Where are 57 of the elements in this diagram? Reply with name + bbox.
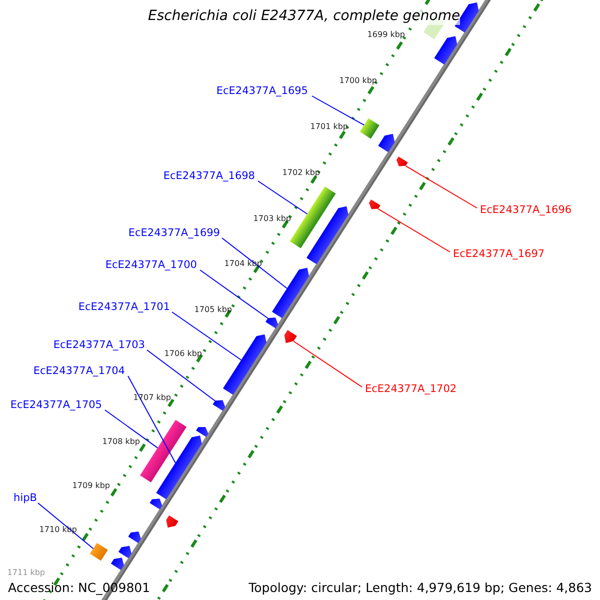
gene-feature <box>110 558 124 570</box>
gene-feature <box>306 206 348 264</box>
gene-feature <box>434 36 458 65</box>
leader-line <box>38 502 94 550</box>
gene-label: EcE24377A_1698 <box>163 170 255 183</box>
gene-bar <box>90 542 108 561</box>
gene-label: EcE24377A_1703 <box>53 339 145 352</box>
gene-label: EcE24377A_1699 <box>128 227 220 240</box>
gene-label: EcE24377A_1705 <box>10 399 102 412</box>
gene-feature <box>150 498 162 510</box>
gene-feature <box>396 156 408 166</box>
leader-line <box>200 270 268 319</box>
position-label: 1705 kbp <box>194 305 232 315</box>
gene-label: EcE24377A_1696 <box>480 204 572 217</box>
gene-feature <box>212 400 226 411</box>
gene-feature <box>266 318 278 328</box>
gene-feature <box>368 199 380 210</box>
position-label: 1701 kbp <box>310 122 348 132</box>
gene-feature <box>284 330 297 344</box>
gene-label: hipB <box>14 492 37 505</box>
leader-line <box>405 165 478 208</box>
position-label: 1700 kbp <box>339 76 377 86</box>
position-label: 1708 kbp <box>102 437 140 447</box>
leader-line <box>222 238 288 289</box>
title: Escherichia coli E24377A, complete genome <box>148 8 460 25</box>
leader-line <box>128 376 176 464</box>
gene-feature <box>196 427 208 437</box>
gene-bar <box>360 118 380 139</box>
position-label: 1709 kbp <box>72 481 110 491</box>
gene-feature <box>118 546 132 558</box>
leader-line <box>172 312 242 360</box>
leader-line <box>378 208 450 252</box>
gene-label: EcE24377A_1697 <box>453 248 545 261</box>
leader-line <box>293 340 362 388</box>
position-label: 1711 kbp <box>7 568 45 578</box>
gene-label: EcE24377A_1704 <box>33 365 125 378</box>
gene-feature <box>128 532 141 544</box>
gene-bar <box>290 186 336 248</box>
position-label: 1706 kbp <box>164 349 202 359</box>
gene-label: EcE24377A_1700 <box>105 259 197 272</box>
gene-label: EcE24377A_1702 <box>365 383 457 396</box>
position-label: 1699 kbp <box>367 30 405 40</box>
leader-line <box>312 96 365 126</box>
gene-feature <box>272 268 310 318</box>
position-label: 1702 kbp <box>282 168 320 178</box>
gene-feature <box>222 334 266 395</box>
gene-feature <box>166 515 178 528</box>
gene-feature <box>378 134 395 152</box>
gene-feature <box>156 435 202 500</box>
position-label: 1703 kbp <box>253 214 291 224</box>
gene-bar <box>140 420 187 482</box>
leader-line <box>146 350 216 402</box>
leader-line <box>104 410 158 448</box>
gene-label: EcE24377A_1701 <box>78 301 170 314</box>
gene-label: EcE24377A_1695 <box>216 85 308 98</box>
genome-stats-text: Topology: circular; Length: 4,979,619 bp; Genes: 4,863 <box>248 580 592 595</box>
leader-line <box>258 180 308 214</box>
